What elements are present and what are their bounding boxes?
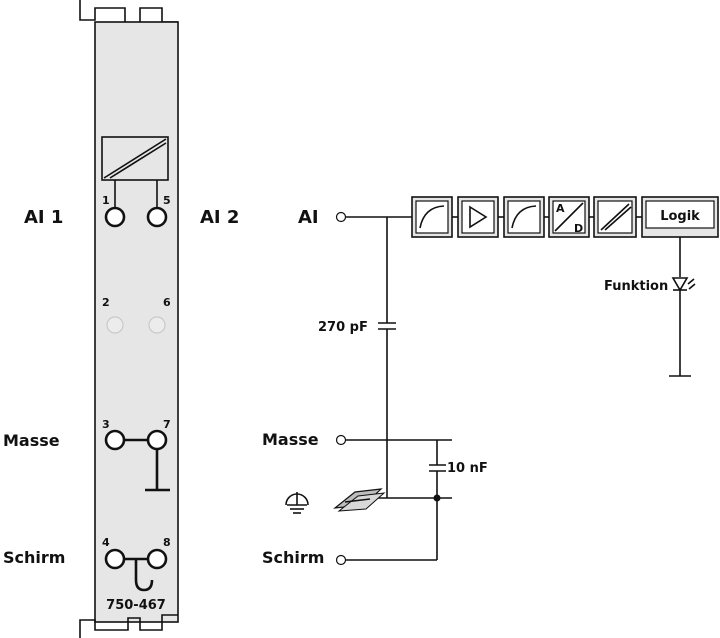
label-masse-left: Masse [3,431,60,450]
led-icon [671,277,696,292]
block-logic: Logik [641,196,719,238]
io-module: 1 5 2 6 3 7 4 8 750-467 [79,0,179,638]
terminal-number-3: 3 [102,418,110,431]
terminal-1[interactable] [104,206,126,228]
terminal-number-6: 6 [163,296,171,309]
input-terminal-masse [335,434,347,446]
terminal-5[interactable] [146,206,168,228]
terminal-2 [106,316,124,334]
terminal-6 [148,316,166,334]
terminal-8[interactable] [146,548,168,570]
terminal-number-1: 1 [102,194,110,207]
logic-label: Logik [660,209,700,224]
schematic: AI Masse Schirm 270 pF 10 nF [262,196,719,567]
label-ai2: AI 2 [200,207,239,228]
capacitor-270pf [378,322,396,330]
block-filter-2 [503,196,545,238]
schirm-terminals [124,557,154,592]
din-rail-icon [333,488,386,512]
ad-label-d: D [574,222,583,235]
label-masse-right: Masse [262,430,319,449]
input-terminal-schirm [335,554,347,566]
label-ai-input: AI [298,207,319,228]
label-schirm-right: Schirm [262,548,324,567]
terminal-4[interactable] [104,548,126,570]
part-number: 750-467 [106,598,166,613]
ad-label-a: A [556,202,565,215]
terminal-3[interactable] [104,429,126,451]
protective-earth-icon [285,492,309,514]
masse-terminals [124,438,170,492]
label-schirm-left: Schirm [3,548,65,567]
junction-dot [433,494,441,502]
block-ad-converter: A D [548,196,590,238]
terminal-number-4: 4 [102,536,110,549]
terminal-number-8: 8 [163,536,171,549]
label-cap-270pf: 270 pF [318,320,368,335]
terminal-number-7: 7 [163,418,171,431]
terminal-number-2: 2 [102,296,110,309]
input-terminal-ai [335,211,347,223]
label-cap-10nf: 10 nF [447,461,488,476]
converter-symbol [101,136,169,208]
bottom-clip [79,614,178,638]
block-isolation [593,196,637,238]
label-ai1: AI 1 [24,207,63,228]
capacitor-10nf [429,464,446,472]
label-funktion: Funktion [604,279,668,294]
block-filter-1 [411,196,453,238]
terminal-number-5: 5 [163,194,171,207]
block-amplifier [457,196,499,238]
terminal-7[interactable] [146,429,168,451]
